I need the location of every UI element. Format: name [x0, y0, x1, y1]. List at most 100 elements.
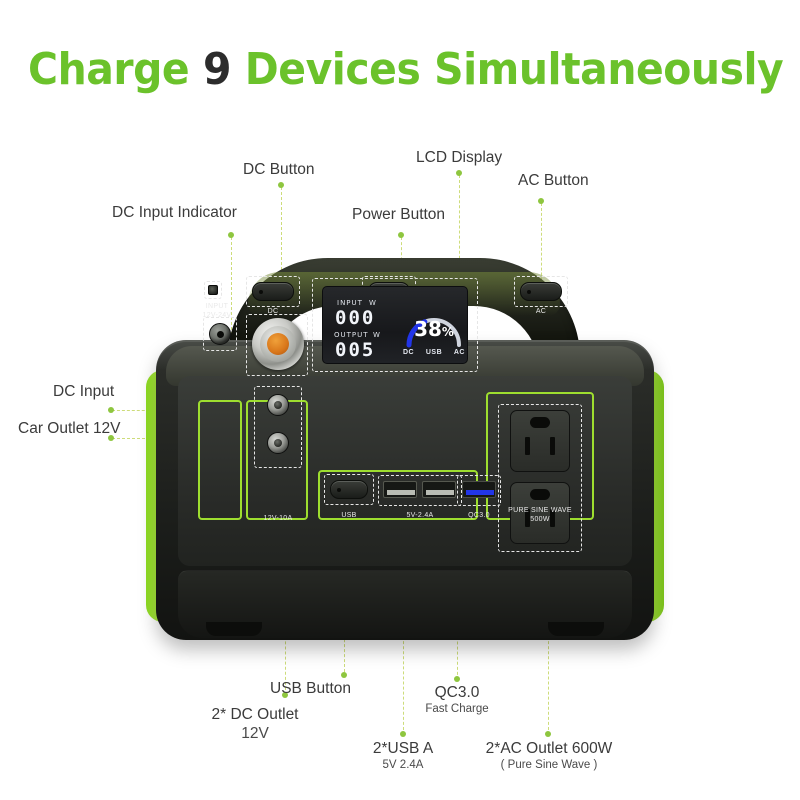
silk-qc-rating: QC3.0	[468, 512, 490, 519]
usb-a-port-1-contact	[387, 490, 415, 495]
leader-dot-dc-outlet	[282, 692, 288, 698]
ac-outlet-top-ground	[530, 417, 550, 428]
callout-dc-input-indicator: DC Input Indicator	[112, 204, 237, 221]
highlight-box-ac-button	[514, 276, 568, 307]
device-lower-body	[178, 570, 632, 638]
highlight-box-lcd	[312, 278, 478, 372]
callout-ac-outlet-title: 2*AC Outlet 600W	[485, 740, 613, 757]
callout-usb-a-sub: 5V 2.4A	[382, 759, 424, 772]
callout-lcd-display: LCD Display	[416, 149, 503, 166]
silk-input-label: INPUT	[205, 303, 229, 310]
foot-left	[206, 622, 262, 636]
group-outline-dc-input	[198, 400, 242, 520]
usb-qc30-port-contact	[466, 490, 494, 495]
callout-ac-outlet: 2*AC Outlet 600W ( Pure Sine Wave )	[463, 739, 635, 773]
battery-percent-readout: 38%	[407, 317, 461, 341]
ac-outlet-top[interactable]	[510, 410, 570, 472]
lcd-mode-dc: DC	[403, 349, 415, 356]
silk-ac-button: AC	[535, 308, 547, 315]
callout-car-outlet: Car Outlet 12V	[18, 420, 121, 437]
car-outlet-center	[267, 333, 289, 355]
highlight-box-dc-button	[246, 276, 300, 307]
leader-dot-ac-outlet	[545, 731, 551, 737]
usb-qc30-port[interactable]	[462, 481, 496, 498]
ac-button[interactable]	[520, 282, 562, 301]
lcd-mode-usb: USB	[425, 349, 443, 356]
battery-percent-value: 38	[414, 317, 442, 341]
lcd-display: INPUT W 000 OUTPUT W 005 38% DC USB AC	[322, 286, 468, 364]
silk-usb-rating: 5V-2.4A	[406, 512, 434, 519]
highlight-box-dc-outlets	[254, 386, 302, 468]
headline-number: 9	[202, 44, 232, 95]
lcd-input-value: 000	[335, 307, 376, 329]
callout-dc-outlet-title: 2* DC Outlet	[211, 706, 299, 723]
ac-outlet-top-slot-right	[550, 437, 555, 455]
dc-input-indicator-led	[208, 285, 218, 295]
leader-dot-usb-button	[341, 672, 347, 678]
usb-button[interactable]	[330, 480, 368, 499]
highlight-box-usb-a-ports	[378, 475, 462, 506]
lcd-output-unit: W	[373, 331, 381, 339]
callout-usb-a-title: 2*USB A	[372, 740, 434, 757]
highlight-box-car-outlet	[246, 314, 308, 376]
callout-qc30: QC3.0 Fast Charge	[402, 683, 512, 717]
callout-qc30-title: QC3.0	[434, 684, 480, 701]
dc-outlet-bottom[interactable]	[267, 432, 289, 454]
silk-usb-button: USB	[341, 512, 357, 519]
silk-input-voltage: 12V-24V	[202, 312, 232, 319]
callout-ac-outlet-sub: ( Pure Sine Wave )	[500, 759, 598, 772]
lcd-mode-indicators: DC USB AC	[403, 349, 465, 356]
leader-dot-qc30	[454, 676, 460, 682]
callout-dc-input: DC Input	[53, 383, 115, 400]
silk-ac-wave: PURE SINE WAVE	[508, 507, 572, 514]
callout-dc-button: DC Button	[243, 161, 315, 178]
highlight-box-qc30-port	[457, 475, 501, 506]
callout-power-button: Power Button	[352, 206, 446, 223]
ac-outlet-top-slot-left	[525, 437, 530, 455]
dc-input-jack[interactable]	[209, 323, 231, 345]
usb-a-port-2[interactable]	[422, 481, 456, 498]
usb-a-port-2-contact	[426, 490, 454, 495]
ac-outlet-bottom-slot-right	[550, 509, 555, 527]
leader-line-dc-input-indicator	[231, 237, 232, 355]
ac-outlet-bottom-ground	[530, 489, 550, 500]
callout-ac-button: AC Button	[518, 172, 589, 189]
leader-dot-car-outlet	[108, 435, 114, 441]
lcd-mode-ac: AC	[453, 349, 465, 356]
usb-a-port-1[interactable]	[383, 481, 417, 498]
headline-after: Devices Simultaneously	[244, 44, 784, 95]
leader-dot-dc-input	[108, 407, 114, 413]
callout-qc30-sub: Fast Charge	[425, 703, 489, 716]
lcd-output-caption: OUTPUT	[334, 331, 369, 339]
leader-dot-lcd-display	[456, 170, 462, 176]
foot-right	[548, 622, 604, 636]
callout-usb-button: USB Button	[270, 680, 351, 697]
callout-dc-outlet: 2* DC Outlet 12V	[175, 705, 335, 744]
leader-dot-dc-button	[278, 182, 284, 188]
car-outlet-12v[interactable]	[252, 318, 304, 370]
leader-dot-ac-button	[538, 198, 544, 204]
dc-button[interactable]	[252, 282, 294, 301]
highlight-box-dc-input-jack	[203, 317, 237, 351]
leader-dot-usb-a	[400, 731, 406, 737]
highlight-box-dc-input-indicator	[204, 281, 222, 299]
leader-dot-power-button	[398, 232, 404, 238]
lcd-input-unit: W	[369, 299, 377, 307]
page-title: Charge 9 Devices Simultaneously	[28, 44, 784, 95]
lcd-output-value: 005	[335, 339, 376, 361]
portable-power-station: INPUT 12V-24V DC 12V-10A POWER AC INPUT	[140, 258, 670, 660]
ac-outlet-bottom[interactable]	[510, 482, 570, 544]
callout-usb-a: 2*USB A 5V 2.4A	[348, 739, 458, 773]
ac-outlet-bottom-slot-left	[525, 509, 530, 527]
highlight-box-ac-outlets	[498, 404, 582, 552]
highlight-box-usb-button	[324, 474, 374, 505]
leader-dot-dc-input-indicator	[228, 232, 234, 238]
dc-outlet-top[interactable]	[267, 394, 289, 416]
percent-symbol: %	[441, 325, 454, 339]
headline-before: Charge	[28, 44, 190, 95]
silk-dc-outlet-rating: 12V-10A	[263, 515, 293, 522]
battery-gauge-arc	[406, 317, 462, 348]
silk-dc-button: DC	[267, 308, 279, 315]
lcd-input-caption: INPUT	[337, 299, 363, 307]
